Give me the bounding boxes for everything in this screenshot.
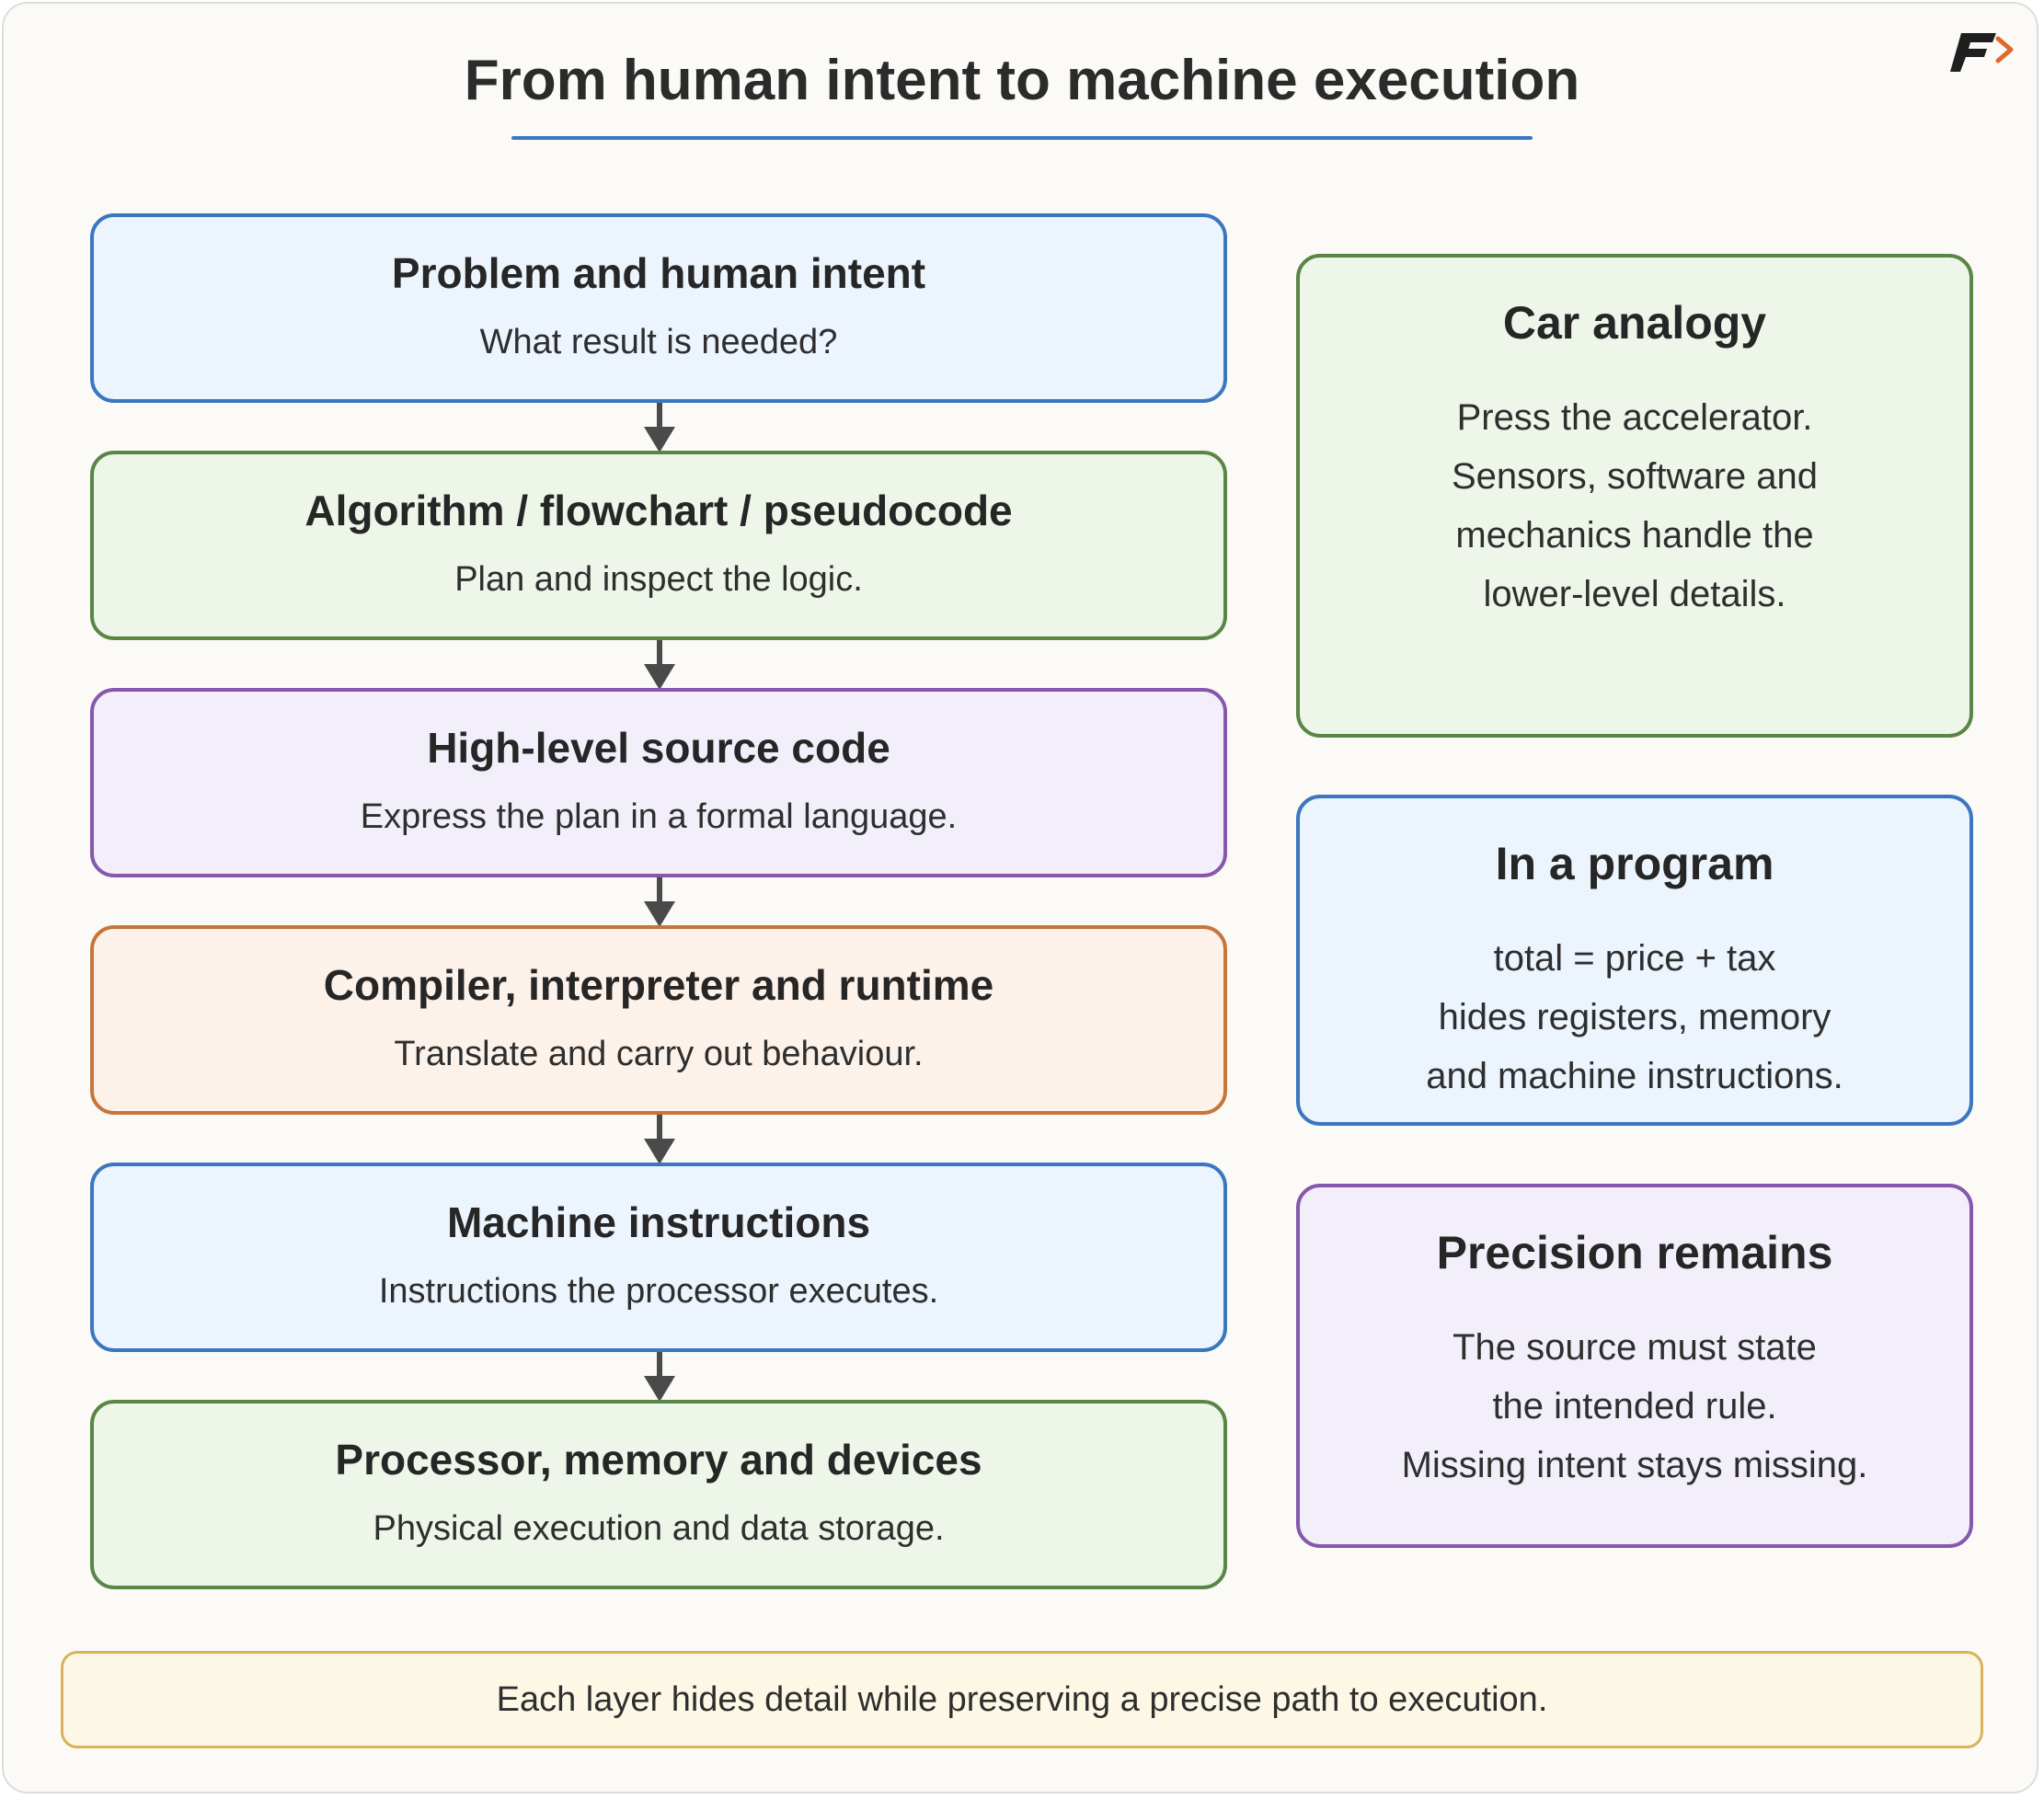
step-description: Plan and inspect the logic.	[454, 560, 863, 599]
step-compiler-runtime: Compiler, interpreter and runtime Transl…	[90, 925, 1227, 1115]
flow-arrow-down-icon	[644, 877, 675, 927]
step-processor-memory: Processor, memory and devices Physical e…	[90, 1400, 1227, 1589]
panel-line: hides registers, memory	[1438, 997, 1832, 1037]
flow-arrow-down-icon	[644, 403, 675, 453]
footer-note: Each layer hides detail while preserving…	[61, 1651, 1983, 1748]
panel-line: Sensors, software and	[1452, 456, 1818, 497]
title-underline	[511, 136, 1533, 140]
panel-line: the intended rule.	[1492, 1386, 1777, 1427]
step-heading: High-level source code	[427, 724, 890, 772]
panel-line: Missing intent stays missing.	[1401, 1445, 1868, 1485]
panel-line: The source must state	[1453, 1327, 1817, 1368]
step-heading: Compiler, interpreter and runtime	[323, 961, 994, 1009]
panel-line: lower-level details.	[1483, 574, 1786, 614]
panel-heading: Car analogy	[1502, 297, 1767, 349]
panel-body: Press the accelerator. Sensors, software…	[1300, 388, 1969, 624]
panel-car-analogy: Car analogy Press the accelerator. Senso…	[1296, 254, 1973, 738]
step-description: Physical execution and data storage.	[373, 1509, 945, 1548]
flow-arrow-down-icon	[644, 1115, 675, 1164]
flow-arrow-down-icon	[644, 1352, 675, 1402]
step-problem-intent: Problem and human intent What result is …	[90, 213, 1227, 403]
step-description: Translate and carry out behaviour.	[394, 1035, 924, 1073]
panel-body: The source must state the intended rule.…	[1300, 1318, 1969, 1495]
brand-logo-icon	[1950, 33, 2014, 72]
panel-line: and machine instructions.	[1426, 1056, 1843, 1096]
panel-heading: In a program	[1495, 838, 1774, 889]
panel-line: mechanics handle the	[1455, 515, 1814, 556]
step-heading: Algorithm / flowchart / pseudocode	[304, 487, 1013, 534]
step-algorithm: Algorithm / flowchart / pseudocode Plan …	[90, 451, 1227, 640]
panel-line: total = price + tax	[1493, 938, 1776, 979]
flow-arrow-down-icon	[644, 640, 675, 690]
diagram-title: From human intent to machine execution	[464, 49, 1580, 112]
step-heading: Processor, memory and devices	[335, 1436, 982, 1484]
panel-in-a-program: In a program total = price + tax hides r…	[1296, 795, 1973, 1126]
step-description: Instructions the processor executes.	[378, 1272, 939, 1311]
step-heading: Machine instructions	[446, 1198, 871, 1246]
panel-body: total = price + tax hides registers, mem…	[1300, 929, 1969, 1106]
panel-heading: Precision remains	[1436, 1227, 1833, 1278]
panel-precision-remains: Precision remains The source must state …	[1296, 1184, 1973, 1548]
panel-line: Press the accelerator.	[1456, 397, 1813, 438]
step-heading: Problem and human intent	[391, 249, 926, 297]
step-description: What result is needed?	[479, 323, 838, 361]
step-source-code: High-level source code Express the plan …	[90, 688, 1227, 877]
step-description: Express the plan in a formal language.	[360, 797, 958, 836]
step-machine-instructions: Machine instructions Instructions the pr…	[90, 1163, 1227, 1352]
